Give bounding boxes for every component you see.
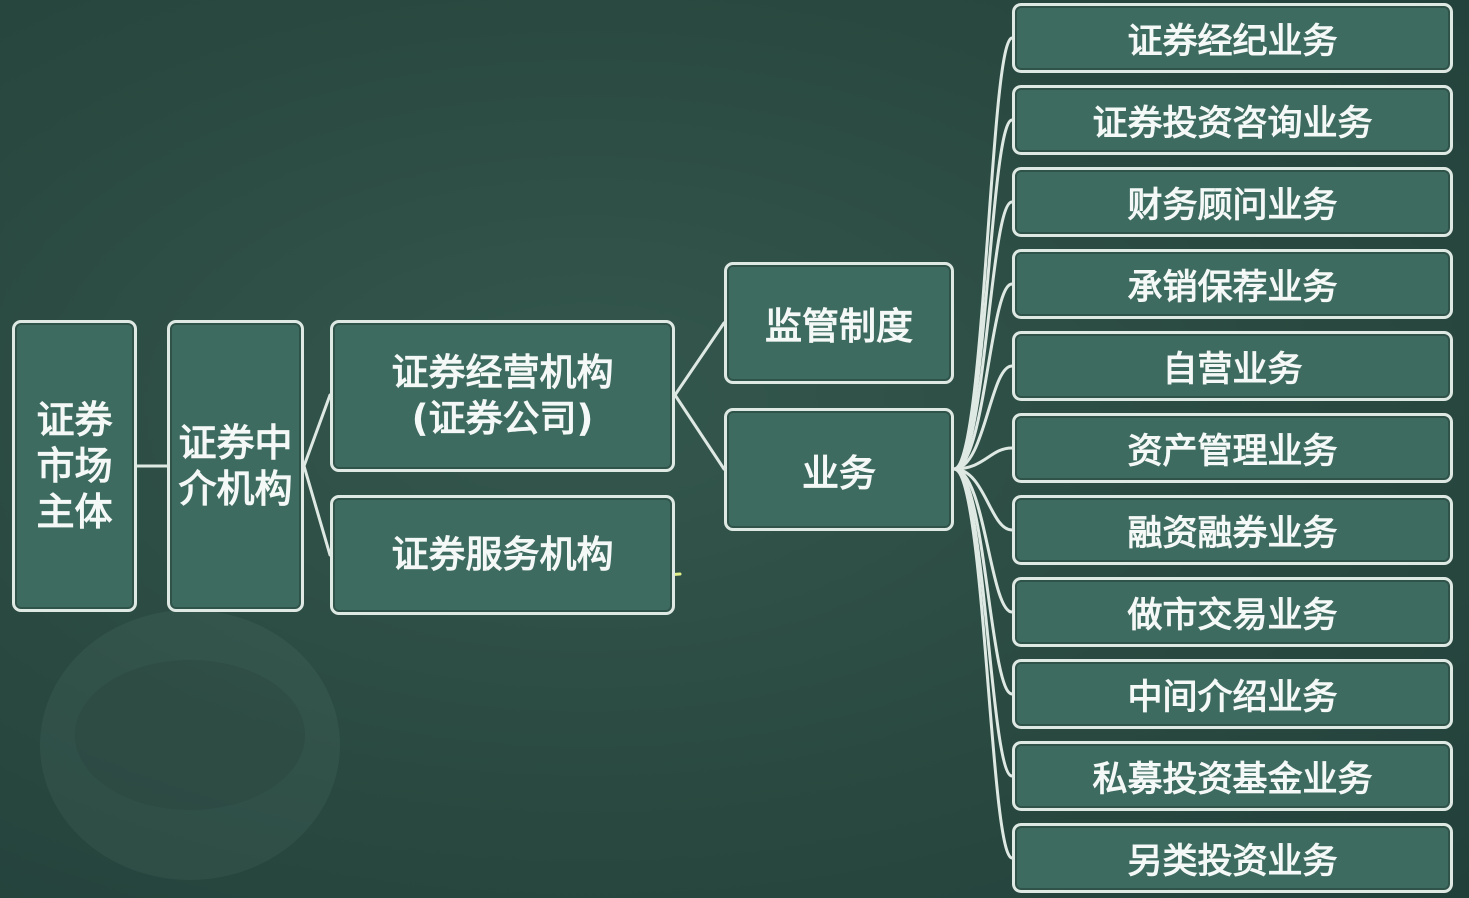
business-type-label: 中间介绍业务: [1127, 677, 1338, 718]
business-type-label: 证券经纪业务: [1127, 21, 1338, 62]
service-institution-node: 证券服务机构: [330, 495, 675, 615]
node-label-line: 证券中: [178, 421, 293, 465]
root-node: 证券 市场 主体: [12, 320, 137, 612]
node-label-line: 介机构: [178, 467, 293, 511]
business-type-label: 融资融券业务: [1127, 513, 1338, 554]
connector-line: [952, 446, 1014, 471]
connector-line: [673, 393, 726, 471]
operating-institution-node: 证券经营机构 (证券公司): [330, 320, 675, 472]
node-label: 证券经营机构: [391, 351, 614, 394]
connector-line: [952, 467, 1014, 860]
business-type-item: 融资融券业务: [1012, 495, 1453, 565]
business-type-item: 自营业务: [1012, 331, 1453, 401]
business-type-label: 证券投资咨询业务: [1092, 103, 1373, 144]
node-label: 监管制度: [765, 305, 913, 348]
business-type-item: 私募投资基金业务: [1012, 741, 1453, 811]
intermediary-node: 证券中 介机构: [167, 320, 304, 612]
business-type-label: 私募投资基金业务: [1092, 759, 1373, 800]
connector-line: [673, 321, 726, 397]
node-label-line: 证券: [36, 398, 113, 442]
connector-line: [952, 282, 1014, 471]
connector-line: [302, 464, 332, 557]
business-type-label: 承销保荐业务: [1127, 267, 1338, 308]
node-label-line: 主体: [36, 490, 113, 534]
business-type-item: 中间介绍业务: [1012, 659, 1453, 729]
business-type-label: 另类投资业务: [1127, 841, 1338, 882]
business-type-item: 做市交易业务: [1012, 577, 1453, 647]
business-type-label: 自营业务: [1162, 349, 1303, 390]
connector-line: [952, 467, 1014, 532]
business-node: 业务: [724, 408, 954, 531]
connector-line: [952, 200, 1014, 471]
business-type-label: 财务顾问业务: [1127, 185, 1338, 226]
regulation-node: 监管制度: [724, 262, 954, 384]
business-type-item: 证券投资咨询业务: [1012, 85, 1453, 155]
connector-line: [952, 467, 1014, 614]
business-type-label: 做市交易业务: [1127, 595, 1338, 636]
node-sublabel: (证券公司): [411, 397, 594, 440]
connector-line: [952, 118, 1014, 471]
node-label: 业务: [802, 451, 876, 495]
connector-line: [952, 36, 1014, 471]
node-label: 证券服务机构: [391, 533, 614, 576]
business-type-label: 资产管理业务: [1127, 431, 1338, 472]
connector-line: [302, 393, 332, 468]
business-type-item: 资产管理业务: [1012, 413, 1453, 483]
business-type-item: 财务顾问业务: [1012, 167, 1453, 237]
business-type-item: 另类投资业务: [1012, 823, 1453, 893]
business-type-item: 证券经纪业务: [1012, 3, 1453, 73]
node-label-line: 市场: [36, 444, 113, 488]
business-type-item: 承销保荐业务: [1012, 249, 1453, 319]
connector-line: [952, 364, 1014, 471]
